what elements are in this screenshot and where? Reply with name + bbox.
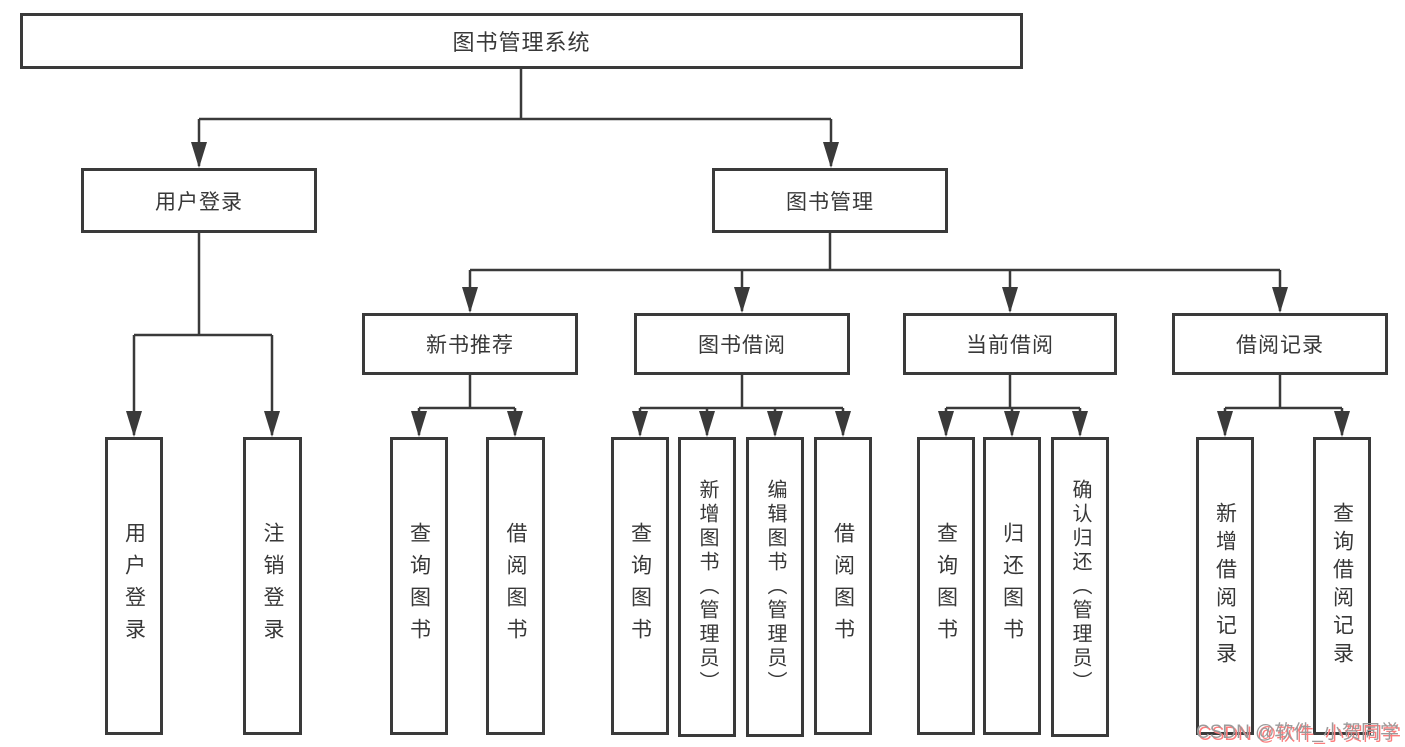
node-user-login-leaf: 用户登录 xyxy=(105,437,163,735)
node-current-borrowing: 当前借阅 xyxy=(903,313,1117,375)
node-borrowing-records: 借阅记录 xyxy=(1172,313,1388,375)
node-new-book-recommendation: 新书推荐 xyxy=(362,313,578,375)
node-borrow-books-borrowing: 借阅图书 xyxy=(814,437,872,735)
arrowheads xyxy=(126,142,1350,437)
node-confirm-return-admin: 确认归还（管理员） xyxy=(1051,437,1109,737)
node-return-books: 归还图书 xyxy=(983,437,1041,735)
node-edit-books-admin: 编辑图书（管理员） xyxy=(746,437,804,737)
node-query-borrow-record: 查询借阅记录 xyxy=(1313,437,1371,735)
node-library-management-system: 图书管理系统 xyxy=(20,13,1023,69)
node-query-books-current: 查询图书 xyxy=(917,437,975,735)
watermark: CSDN @软件_小贺同学 xyxy=(1196,722,1399,743)
node-logout: 注销登录 xyxy=(243,437,302,735)
node-add-borrow-record: 新增借阅记录 xyxy=(1196,437,1254,735)
node-book-borrowing: 图书借阅 xyxy=(634,313,850,375)
node-query-books-recommend: 查询图书 xyxy=(390,437,448,735)
node-add-books-admin: 新增图书（管理员） xyxy=(678,437,736,737)
node-query-books-borrowing: 查询图书 xyxy=(611,437,669,735)
node-borrow-books-recommend: 借阅图书 xyxy=(486,437,545,735)
node-book-management: 图书管理 xyxy=(712,168,948,233)
node-user-login: 用户登录 xyxy=(81,168,317,233)
